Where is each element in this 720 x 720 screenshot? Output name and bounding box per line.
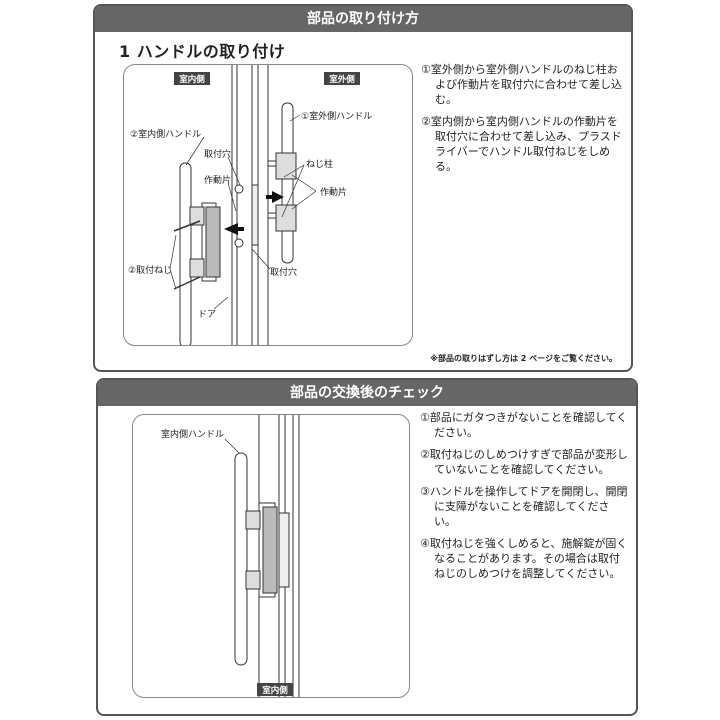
label-actuator-right: 作動片 xyxy=(320,186,347,198)
check-figure: 室内側ハンドル 室内側 xyxy=(132,414,410,698)
indoor-handle xyxy=(179,162,244,345)
installation-step-1: ①室外側から室外側ハンドルのねじ柱および作動片を取付穴に合わせて差し込む。 xyxy=(421,63,622,106)
installation-panel: 部品の取り付け方 1 ハンドルの取り付け 室内側 室外側 xyxy=(93,4,633,372)
latch-plate xyxy=(251,184,259,246)
mounting-screws xyxy=(173,220,201,290)
indoor-handle xyxy=(234,452,290,666)
tag-indoor xyxy=(257,683,293,696)
tag-indoor xyxy=(174,72,210,85)
leader-line xyxy=(224,438,240,454)
indoor-handle-diagram: 室内側ハンドル 室内側 xyxy=(161,415,300,697)
label-mount-hole-bottom: 取付穴 xyxy=(270,266,297,278)
insert-arrow-indoor xyxy=(224,223,244,235)
check-step-4: ④取付ねじを強くしめると、施解錠が固くなることがあります。その場合は取付ねじのし… xyxy=(420,537,628,580)
installation-steps: ①室外側から室外側ハンドルのねじ柱および作動片を取付穴に合わせて差し込む。 ②室… xyxy=(421,62,623,181)
tag-outdoor xyxy=(324,72,360,85)
step-title: 1 ハンドルの取り付け xyxy=(119,42,286,61)
outdoor-handle xyxy=(267,102,297,264)
label-door: ドア xyxy=(198,310,216,320)
label-actuator-left: 作動片 xyxy=(204,174,231,186)
check-step-3: ③ハンドルを操作してドアを開閉し、開閉に支障がないことを確認してください。 xyxy=(420,485,628,528)
label-mount-hole-top: 取付穴 xyxy=(204,148,231,160)
label-screw-post: ねじ柱 xyxy=(306,158,333,170)
post-replacement-check-panel: 部品の交換後のチェック 室内側ハンドル 室内側 xyxy=(96,378,638,716)
door-frame xyxy=(231,65,269,345)
insert-arrow-outdoor xyxy=(266,191,284,203)
check-panel-title: 部品の交換後のチェック xyxy=(98,380,636,406)
check-steps: ①部品にガタつきがないことを確認してください。 ②取付ねじのしめつけすぎで部品が… xyxy=(420,410,628,588)
label-indoor-handle: ②室内側ハンドル xyxy=(130,128,201,140)
tag-outdoor-text: 室外側 xyxy=(329,74,355,85)
label-screw: ②取付ねじ xyxy=(128,265,172,276)
handle-installation-figure: 室内側 室外側 xyxy=(123,64,413,346)
installation-panel-title: 部品の取り付け方 xyxy=(95,6,631,32)
leader-lines xyxy=(169,114,317,310)
label-indoor-handle: 室内側ハンドル xyxy=(161,428,224,440)
removal-note: ※部品の取りはずし方は 2 ページをご覧ください。 xyxy=(430,354,617,363)
installation-step-2: ②室内側から室内側ハンドルの作動片を取付穴に合わせて差し込み、プラスドライバーで… xyxy=(421,115,622,173)
label-outdoor-handle: ①室外側ハンドル xyxy=(301,110,372,122)
tag-indoor-text: 室内側 xyxy=(179,74,205,85)
installation-diagram: 室内側 室外側 xyxy=(128,65,372,345)
tag-indoor-text: 室内側 xyxy=(262,685,288,696)
check-step-1: ①部品にガタつきがないことを確認してください。 xyxy=(420,411,628,439)
check-step-2: ②取付ねじのしめつけすぎで部品が変形していないことを確認してください。 xyxy=(420,448,628,476)
